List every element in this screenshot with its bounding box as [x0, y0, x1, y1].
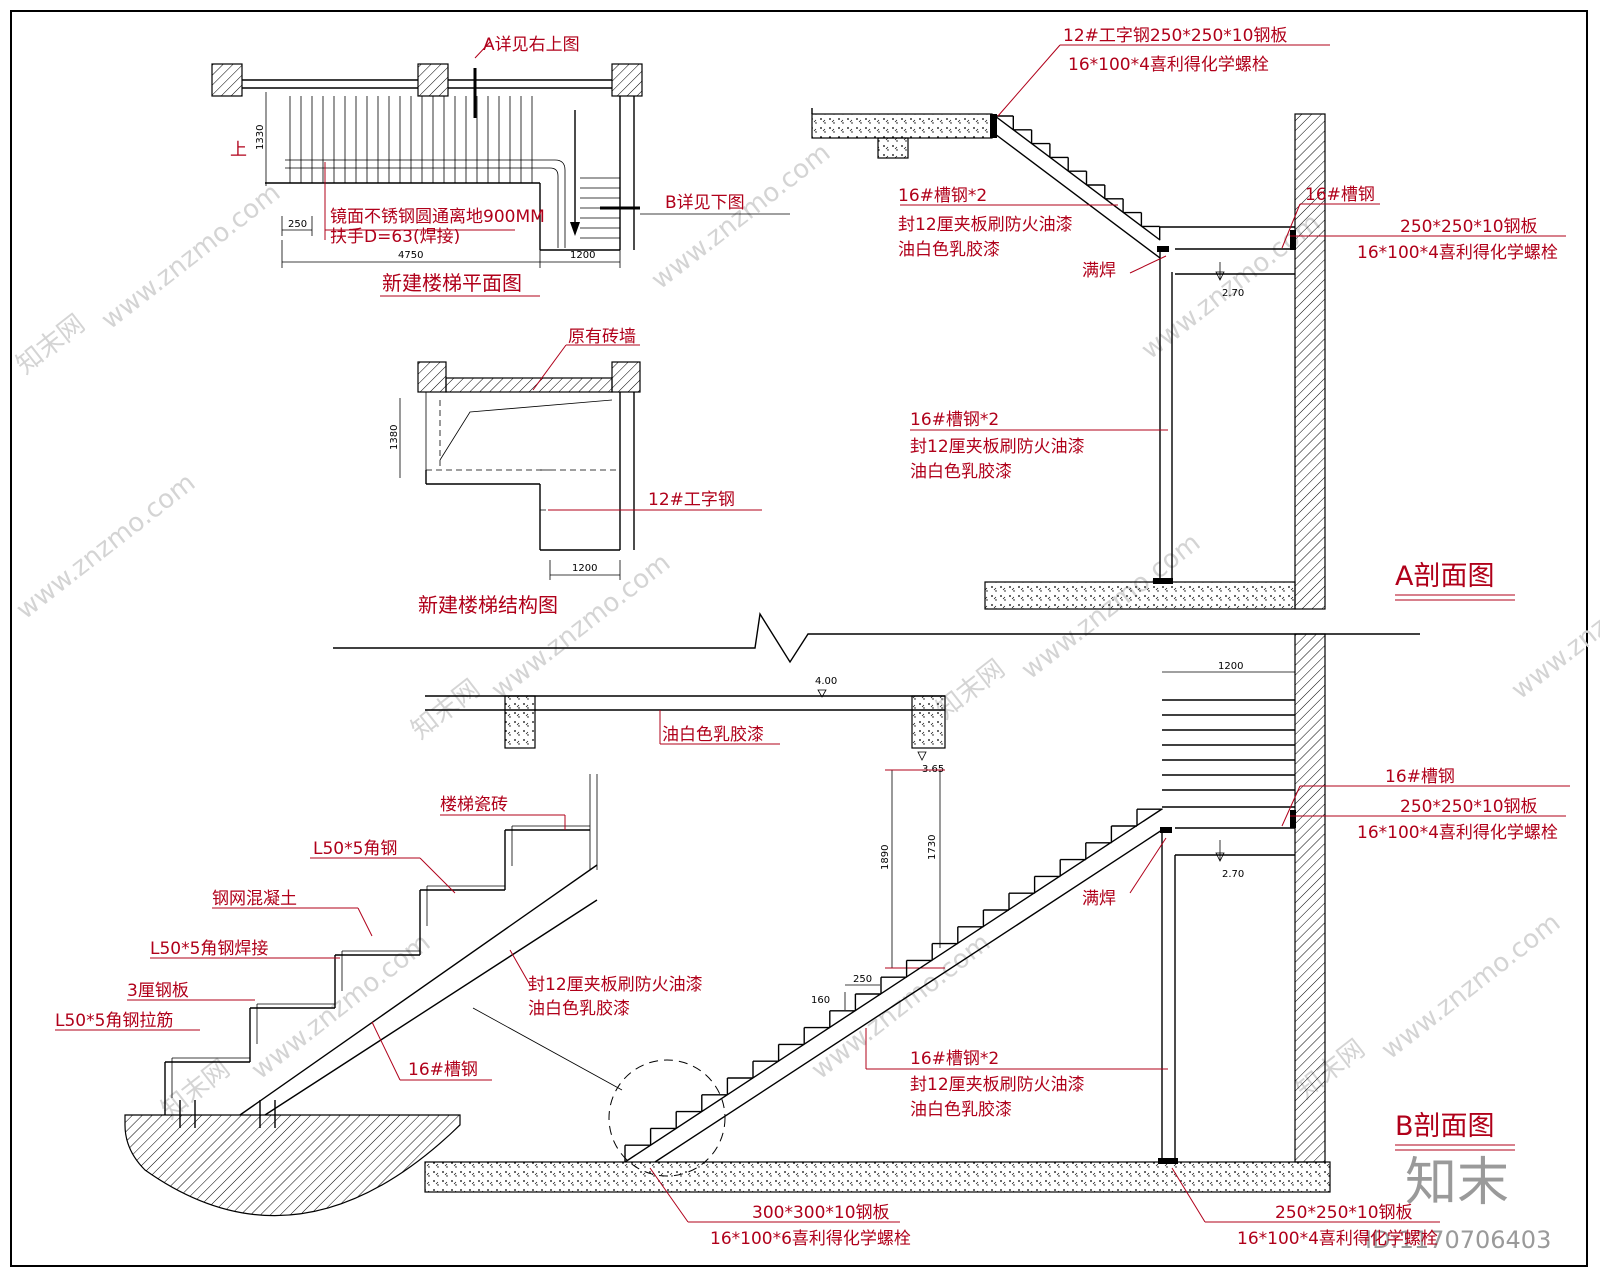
a-channel: 16#槽钢: [1305, 185, 1375, 205]
column: [417, 361, 447, 393]
section-a-title: A剖面图: [1395, 561, 1494, 592]
column: [211, 63, 243, 97]
dim-250: 250: [853, 974, 872, 985]
d-latex: 油白色乳胶漆: [528, 999, 630, 1019]
wall: [1294, 633, 1326, 1163]
ibeam: [990, 114, 997, 138]
structure-title: 新建楼梯结构图: [418, 593, 558, 617]
b-plate: 250*250*10钢板: [1400, 797, 1538, 817]
a-weld: 满焊: [1082, 261, 1116, 281]
b-bottom-bolt: 16*100*6喜利得化学螺栓: [710, 1229, 911, 1249]
section-b-steps: [624, 808, 1163, 1162]
a-col-latex: 油白色乳胶漆: [910, 462, 1012, 482]
handrail-note-1: 镜面不锈钢圆通离地900MM: [330, 207, 545, 227]
column: [417, 63, 449, 97]
ibeam-label: 12#工字钢: [648, 490, 735, 510]
column: [611, 361, 641, 393]
floor: [984, 581, 1296, 610]
a-col-channel: 16#槽钢*2: [910, 410, 999, 430]
ground: [124, 1114, 461, 1217]
b-latex: 油白色乳胶漆: [910, 1100, 1012, 1120]
b-right-bolt: 16*100*4喜利得化学螺栓: [1237, 1229, 1438, 1249]
b-paint: 油白色乳胶漆: [662, 725, 764, 745]
b-channel-2: 16#槽钢*2: [910, 1049, 999, 1069]
watermark-text: www.znzmo.com: [11, 468, 201, 626]
brick-wall: [445, 377, 613, 393]
d-channel: 16#槽钢: [408, 1060, 478, 1080]
b-channel: 16#槽钢: [1385, 767, 1455, 787]
dim-160: 160: [811, 995, 830, 1006]
dim-250: 250: [288, 219, 307, 230]
b-plywood: 封12厘夹板刷防火油漆: [910, 1075, 1085, 1095]
watermark-logo: 知末: [1405, 1153, 1509, 1213]
watermark-id: ID:1170706403: [1365, 1226, 1551, 1254]
floor: [424, 1161, 1331, 1193]
d-angle-tie: L50*5角钢拉筋: [55, 1011, 173, 1031]
dim-1730: 1730: [927, 835, 938, 860]
dim-1200: 1200: [572, 563, 597, 574]
section-b-upper-treads: [1162, 699, 1295, 791]
a-channel-2: 16#槽钢*2: [898, 186, 987, 206]
beam: [504, 695, 536, 749]
detail-steps: [164, 825, 590, 1128]
break-line: [333, 612, 1420, 664]
a-bolt: 16*100*4喜利得化学螺栓: [1357, 243, 1558, 263]
watermark-text: www.znzmo.com: [1506, 548, 1600, 706]
beam: [911, 695, 946, 749]
drawing-frame: [10, 10, 1588, 1267]
b-bottom-plate: 300*300*10钢板: [752, 1203, 890, 1223]
section-a: 2.70 12#工字钢250*250*10钢板 16*100*4喜利得化学螺栓 …: [811, 26, 1566, 610]
plan-title: 新建楼梯平面图: [382, 271, 522, 295]
d-plate: 3厘钢板: [127, 981, 189, 1001]
handrail-note-2: 扶手D=63(焊接): [330, 227, 460, 247]
b-right-plate: 250*250*10钢板: [1275, 1203, 1413, 1223]
b-bolt: 16*100*4喜利得化学螺栓: [1357, 823, 1558, 843]
section-a-steps: [995, 115, 1161, 241]
level-400: 4.00: [815, 676, 837, 687]
brick-wall-label: 原有砖墙: [568, 327, 636, 347]
plan-treads: [289, 96, 620, 239]
slab: [811, 113, 993, 139]
up-label: 上: [230, 140, 247, 160]
dim-1200: 1200: [1218, 661, 1243, 672]
watermark-text: 知末网: [11, 309, 91, 381]
detail-circle: [608, 1059, 726, 1177]
dim-4750: 4750: [398, 250, 423, 261]
note-a: A详见右上图: [483, 35, 580, 55]
watermark-text: www.znzmo.com: [1376, 908, 1566, 1066]
dim-1890: 1890: [880, 845, 891, 870]
d-mesh: 钢网混凝土: [212, 889, 297, 909]
section-b: 4.00 3.65 油白色乳胶漆 1890 1730 1200: [424, 633, 1570, 1249]
d-angle-weld: L50*5角钢焊接: [150, 939, 268, 959]
section-b-title: B剖面图: [1395, 1111, 1495, 1142]
a-top-bolt: 16*100*4喜利得化学螺栓: [1068, 55, 1269, 75]
a-top-ibeam-plate: 12#工字钢250*250*10钢板: [1063, 26, 1287, 46]
stair-structure-view: 1380 1200 原有砖墙 12#工字钢 新建楼梯结构图: [389, 327, 762, 617]
wall: [1294, 113, 1326, 610]
dim-1330: 1330: [255, 125, 266, 150]
d-angle: L50*5角钢: [313, 839, 397, 859]
watermark-text: www.znzmo.com: [96, 178, 286, 336]
b-weld: 满焊: [1082, 889, 1116, 909]
a-latex-paint: 油白色乳胶漆: [898, 240, 1000, 260]
d-tile: 楼梯瓷砖: [440, 795, 508, 815]
a-plate: 250*250*10钢板: [1400, 217, 1538, 237]
column: [611, 63, 643, 97]
watermark-text: www.znzmo.com: [646, 138, 836, 296]
level-270: 2.70: [1222, 288, 1244, 299]
stair-plan-view: 1330 上 250 4750 1200 A详见右上图 B详见下图 镜面不锈钢圆…: [211, 35, 790, 297]
a-col-plywood: 封12厘夹板刷防火油漆: [910, 437, 1085, 457]
dim-1200: 1200: [570, 250, 595, 261]
a-plywood-paint: 封12厘夹板刷防火油漆: [898, 215, 1073, 235]
step-detail: 楼梯瓷砖 L50*5角钢 钢网混凝土 L50*5角钢焊接 3厘钢板 L50*5角…: [55, 774, 703, 1217]
note-b: B详见下图: [665, 193, 745, 213]
d-plywood: 封12厘夹板刷防火油漆: [528, 975, 703, 995]
level-270-b: 2.70: [1222, 869, 1244, 880]
dim-1380: 1380: [389, 425, 400, 450]
